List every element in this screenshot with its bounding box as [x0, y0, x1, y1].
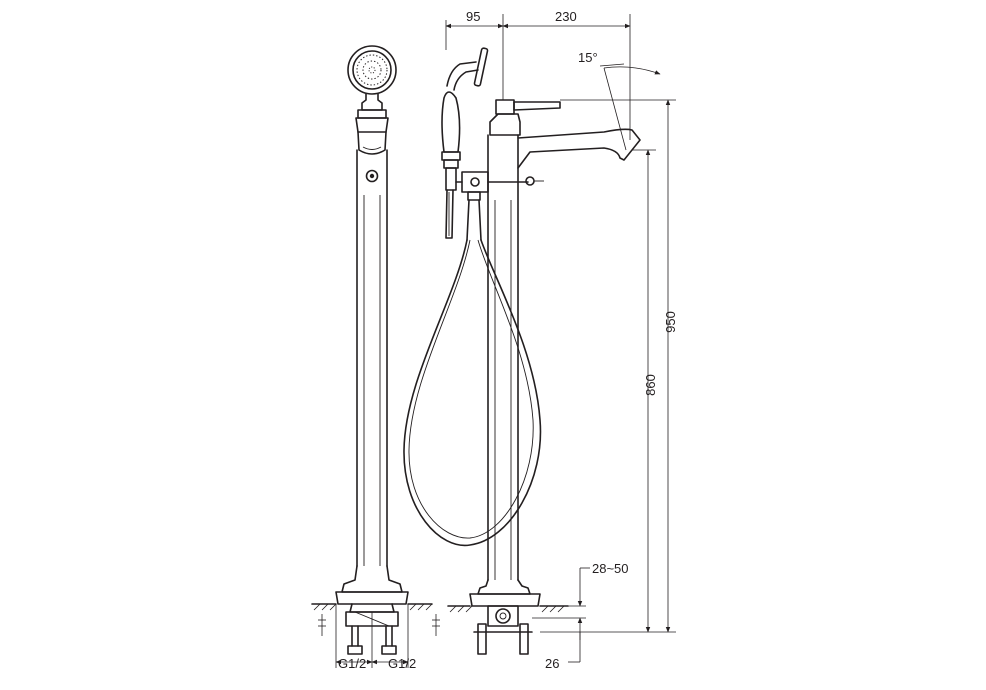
shower-head-front [347, 45, 397, 95]
dim-spout-height: 860 [643, 374, 658, 396]
dim-base-depth: 26 [545, 656, 559, 671]
dim-inlet-right: G1/2 [388, 656, 416, 671]
dim-lever-angle: 15° [578, 50, 598, 65]
dim-total-height: 950 [663, 311, 678, 333]
side-view [403, 14, 676, 663]
shower-head-side [441, 47, 489, 239]
dim-inlet-left: G1/2 [338, 656, 366, 671]
dim-floor-adjust: 28~50 [592, 561, 629, 576]
dim-handle-offset: 95 [466, 9, 480, 24]
front-view [311, 45, 440, 668]
dim-spout-reach: 230 [555, 9, 577, 24]
